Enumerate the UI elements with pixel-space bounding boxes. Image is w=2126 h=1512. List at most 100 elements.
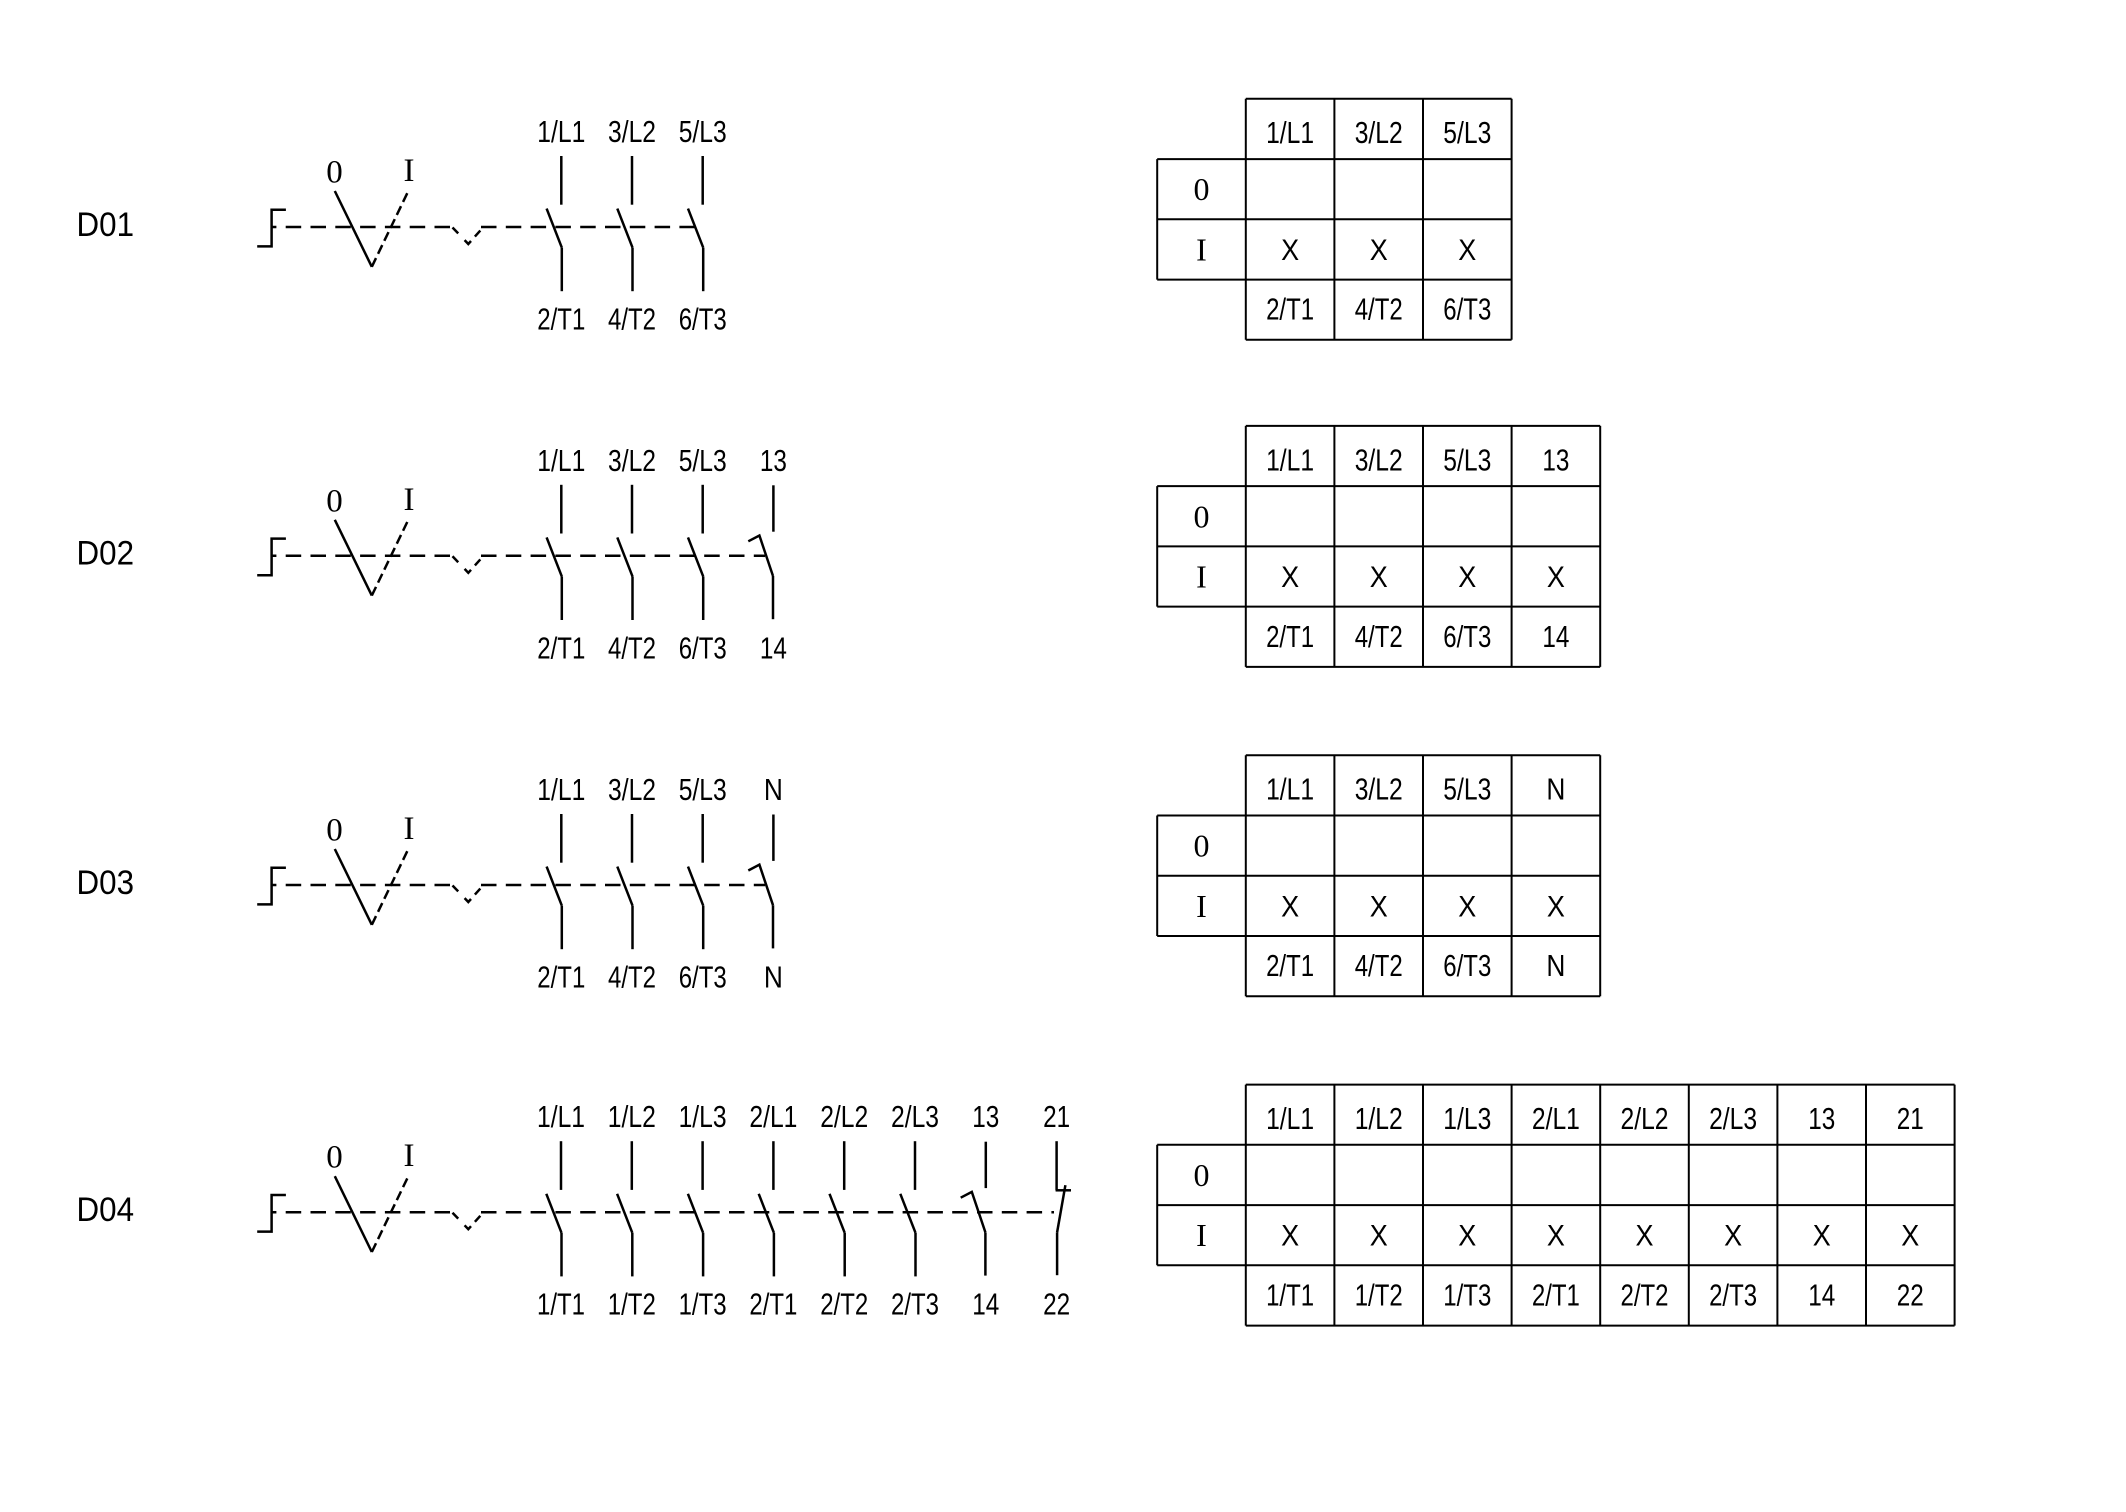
svg-text:X: X (1547, 561, 1565, 594)
svg-text:1/T1: 1/T1 (537, 1287, 585, 1322)
svg-text:2/T1: 2/T1 (1266, 619, 1314, 654)
svg-text:N: N (1546, 948, 1565, 983)
svg-text:2/L3: 2/L3 (891, 1099, 939, 1134)
svg-text:1/L1: 1/L1 (1266, 772, 1314, 807)
svg-text:5/L3: 5/L3 (1443, 772, 1491, 807)
svg-text:0: 0 (326, 813, 343, 849)
svg-text:13: 13 (1542, 442, 1569, 477)
svg-text:X: X (1458, 1220, 1476, 1253)
svg-text:I: I (1196, 231, 1207, 267)
svg-text:X: X (1458, 561, 1476, 594)
svg-text:6/T3: 6/T3 (679, 302, 727, 337)
svg-text:0: 0 (1194, 1157, 1210, 1193)
svg-text:D02: D02 (77, 535, 135, 573)
svg-text:N: N (1546, 772, 1565, 807)
svg-text:2/T1: 2/T1 (1532, 1278, 1580, 1313)
svg-text:2/L2: 2/L2 (1621, 1101, 1669, 1136)
svg-text:1/L2: 1/L2 (608, 1099, 656, 1134)
svg-text:5/L3: 5/L3 (1443, 442, 1491, 477)
svg-text:3/L2: 3/L2 (1355, 772, 1403, 807)
svg-text:2/T1: 2/T1 (537, 302, 585, 337)
svg-text:21: 21 (1897, 1101, 1924, 1136)
svg-text:1/T1: 1/T1 (1266, 1278, 1314, 1313)
svg-text:13: 13 (760, 443, 787, 478)
svg-text:I: I (404, 153, 415, 189)
svg-text:1/T2: 1/T2 (1355, 1278, 1403, 1313)
svg-text:X: X (1281, 234, 1299, 267)
svg-text:6/T3: 6/T3 (1443, 292, 1491, 327)
svg-text:1/L3: 1/L3 (1443, 1101, 1491, 1136)
svg-text:I: I (404, 1138, 415, 1174)
svg-text:2/T3: 2/T3 (891, 1287, 939, 1322)
svg-text:4/T2: 4/T2 (608, 302, 656, 337)
svg-text:0: 0 (326, 1140, 343, 1176)
svg-text:5/L3: 5/L3 (679, 114, 727, 149)
svg-text:X: X (1370, 890, 1388, 923)
svg-text:1/L3: 1/L3 (679, 1099, 727, 1134)
svg-text:D03: D03 (77, 864, 135, 902)
svg-text:1/T3: 1/T3 (679, 1287, 727, 1322)
svg-text:2/T1: 2/T1 (749, 1287, 797, 1322)
svg-text:4/T2: 4/T2 (1355, 619, 1403, 654)
svg-text:I: I (404, 482, 415, 518)
svg-text:1/L1: 1/L1 (1266, 442, 1314, 477)
svg-text:1/T2: 1/T2 (608, 1287, 656, 1322)
svg-text:2/T3: 2/T3 (1709, 1278, 1757, 1313)
svg-text:I: I (1196, 1217, 1207, 1253)
svg-text:N: N (764, 772, 783, 807)
svg-text:X: X (1636, 1220, 1654, 1253)
svg-text:2/T2: 2/T2 (1621, 1278, 1669, 1313)
svg-text:1/L2: 1/L2 (1355, 1101, 1403, 1136)
svg-text:I: I (404, 811, 415, 847)
svg-text:X: X (1281, 561, 1299, 594)
svg-text:5/L3: 5/L3 (679, 443, 727, 478)
svg-text:4/T2: 4/T2 (608, 630, 656, 665)
svg-text:X: X (1901, 1220, 1919, 1253)
svg-text:0: 0 (326, 155, 343, 191)
svg-text:1/L1: 1/L1 (537, 1099, 585, 1134)
svg-text:D04: D04 (77, 1191, 135, 1229)
svg-text:22: 22 (1043, 1287, 1070, 1322)
svg-text:2/L3: 2/L3 (1709, 1101, 1757, 1136)
svg-text:X: X (1281, 890, 1299, 923)
svg-text:2/L1: 2/L1 (749, 1099, 797, 1134)
svg-text:3/L2: 3/L2 (608, 443, 656, 478)
svg-text:3/L2: 3/L2 (1355, 115, 1403, 150)
svg-text:21: 21 (1043, 1099, 1070, 1134)
svg-text:0: 0 (1194, 498, 1210, 534)
svg-text:0: 0 (1194, 171, 1210, 207)
svg-text:D01: D01 (77, 206, 135, 244)
svg-text:1/L1: 1/L1 (537, 114, 585, 149)
svg-text:6/T3: 6/T3 (1443, 619, 1491, 654)
svg-text:3/L2: 3/L2 (608, 772, 656, 807)
svg-text:X: X (1281, 1220, 1299, 1253)
svg-text:0: 0 (1194, 828, 1210, 864)
svg-text:3/L2: 3/L2 (608, 114, 656, 149)
svg-text:4/T2: 4/T2 (1355, 948, 1403, 983)
svg-text:0: 0 (326, 483, 343, 519)
svg-text:6/T3: 6/T3 (679, 960, 727, 995)
svg-text:N: N (764, 960, 783, 995)
svg-text:1/L1: 1/L1 (1266, 115, 1314, 150)
svg-text:1/L1: 1/L1 (1266, 1101, 1314, 1136)
svg-text:X: X (1458, 234, 1476, 267)
svg-text:5/L3: 5/L3 (1443, 115, 1491, 150)
svg-text:X: X (1724, 1220, 1742, 1253)
svg-text:14: 14 (972, 1287, 999, 1322)
svg-text:X: X (1370, 1220, 1388, 1253)
svg-text:2/T1: 2/T1 (1266, 948, 1314, 983)
svg-text:14: 14 (1808, 1278, 1835, 1313)
svg-text:I: I (1196, 559, 1207, 595)
svg-text:3/L2: 3/L2 (1355, 442, 1403, 477)
svg-text:X: X (1813, 1220, 1831, 1253)
svg-text:I: I (1196, 888, 1207, 924)
svg-text:1/L1: 1/L1 (537, 443, 585, 478)
svg-text:2/L1: 2/L1 (1532, 1101, 1580, 1136)
svg-text:2/T2: 2/T2 (820, 1287, 868, 1322)
svg-text:6/T3: 6/T3 (1443, 948, 1491, 983)
svg-text:X: X (1547, 1220, 1565, 1253)
svg-text:2/T1: 2/T1 (537, 960, 585, 995)
svg-text:2/T1: 2/T1 (1266, 292, 1314, 327)
svg-text:X: X (1370, 234, 1388, 267)
svg-text:1/L1: 1/L1 (537, 772, 585, 807)
